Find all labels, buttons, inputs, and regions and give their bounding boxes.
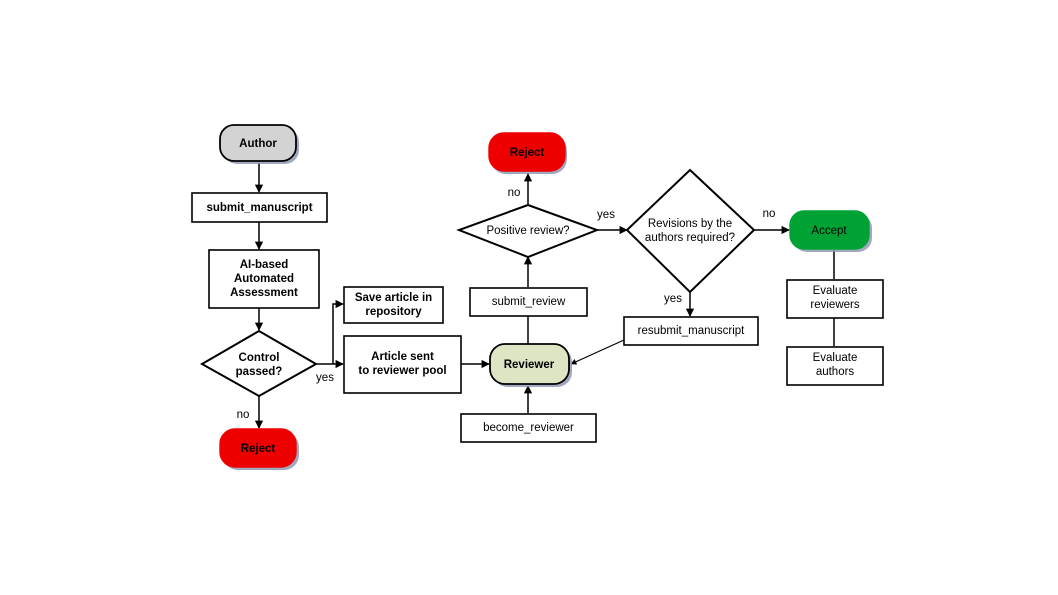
reject-left-label: Reject [241,443,276,455]
node-save-article[interactable]: Save article in repository [343,286,444,324]
accept-label: Accept [811,225,847,237]
save-article-label-line2: repository [365,306,422,318]
reject-left-shape [219,428,297,468]
evaluate-authors-label-line1: Evaluate [813,352,858,364]
revisions-required-label-line2: authors required? [645,232,735,244]
node-reviewer[interactable]: Reviewer [489,343,572,387]
node-control-passed[interactable]: Control passed? [199,329,319,398]
evaluate-reviewers-shape [786,279,884,319]
positive-review-shape [456,203,600,259]
reject-top-label: Reject [510,147,545,159]
become-reviewer-label: become_reviewer [483,422,574,434]
control-passed-label-line1: Control [239,352,280,364]
ai-assessment-label-line1: AI-based [240,259,289,271]
submit-review-label: submit_review [492,296,566,308]
evaluate-reviewers-label-line1: Evaluate [813,285,858,297]
control-passed-shape [199,329,319,398]
node-become-reviewer[interactable]: become_reviewer [460,413,597,443]
evaluate-reviewers-label-line2: reviewers [810,299,859,311]
edges-layer [254,163,835,429]
article-sent-shape [343,335,462,394]
become-reviewer-shape [460,413,597,443]
save-article-shape [343,286,444,324]
submit-review-shape [469,287,588,317]
ai-assessment-label-line3: Assessment [230,287,298,299]
node-evaluate-authors[interactable]: Evaluate authors [786,346,884,386]
edge-label-revisions-yes: yes [664,293,682,305]
resubmit-manuscript-label: resubmit_manuscript [638,325,746,337]
ai-assessment-shape [208,249,320,309]
node-submit-review[interactable]: submit_review [469,287,588,317]
edge-control-yes-to-save-article [332,299,344,364]
node-submit-manuscript[interactable]: submit_manuscript [191,192,328,223]
node-positive-review[interactable]: Positive review? [456,203,600,259]
resubmit-manuscript-shape [623,316,759,346]
reviewer-label: Reviewer [504,359,555,371]
node-article-sent[interactable]: Article sent to reviewer pool [343,335,462,394]
edge-label-control-no: no [237,409,250,421]
node-resubmit-manuscript[interactable]: resubmit_manuscript [623,316,759,346]
node-author[interactable]: Author [219,124,299,164]
node-revisions-required[interactable]: Revisions by the authors required? [625,168,756,294]
edge-label-positive-yes: yes [597,209,615,221]
revisions-required-shape [625,168,756,294]
reviewer-shape [489,343,570,385]
edge-resubmit-to-reviewer [570,339,625,365]
author-shape [219,124,297,162]
save-article-label-line1: Save article in [355,292,432,304]
article-sent-label-line2: to reviewer pool [358,365,446,377]
ai-assessment-label-line2: Automated [234,273,294,285]
revisions-required-label-line1: Revisions by the [648,218,732,230]
node-accept[interactable]: Accept [789,210,872,252]
evaluate-authors-label-line2: authors [816,366,855,378]
submit-manuscript-label: submit_manuscript [206,202,312,214]
author-label: Author [239,138,277,150]
article-sent-label-line1: Article sent [371,351,434,363]
node-reject-left[interactable]: Reject [219,428,299,470]
positive-review-label: Positive review? [486,225,569,237]
evaluate-authors-shape [786,346,884,386]
accept-shape [789,210,870,250]
reject-top-shape [488,132,566,172]
control-passed-label-line2: passed? [236,366,283,378]
node-ai-assessment[interactable]: AI-based Automated Assessment [208,249,320,309]
edge-label-positive-no: no [508,187,521,199]
edge-label-control-yes: yes [316,372,334,384]
submit-manuscript-shape [191,192,328,223]
node-reject-top[interactable]: Reject [488,132,567,174]
edge-label-revisions-no: no [763,208,776,220]
node-evaluate-reviewers[interactable]: Evaluate reviewers [786,279,884,319]
